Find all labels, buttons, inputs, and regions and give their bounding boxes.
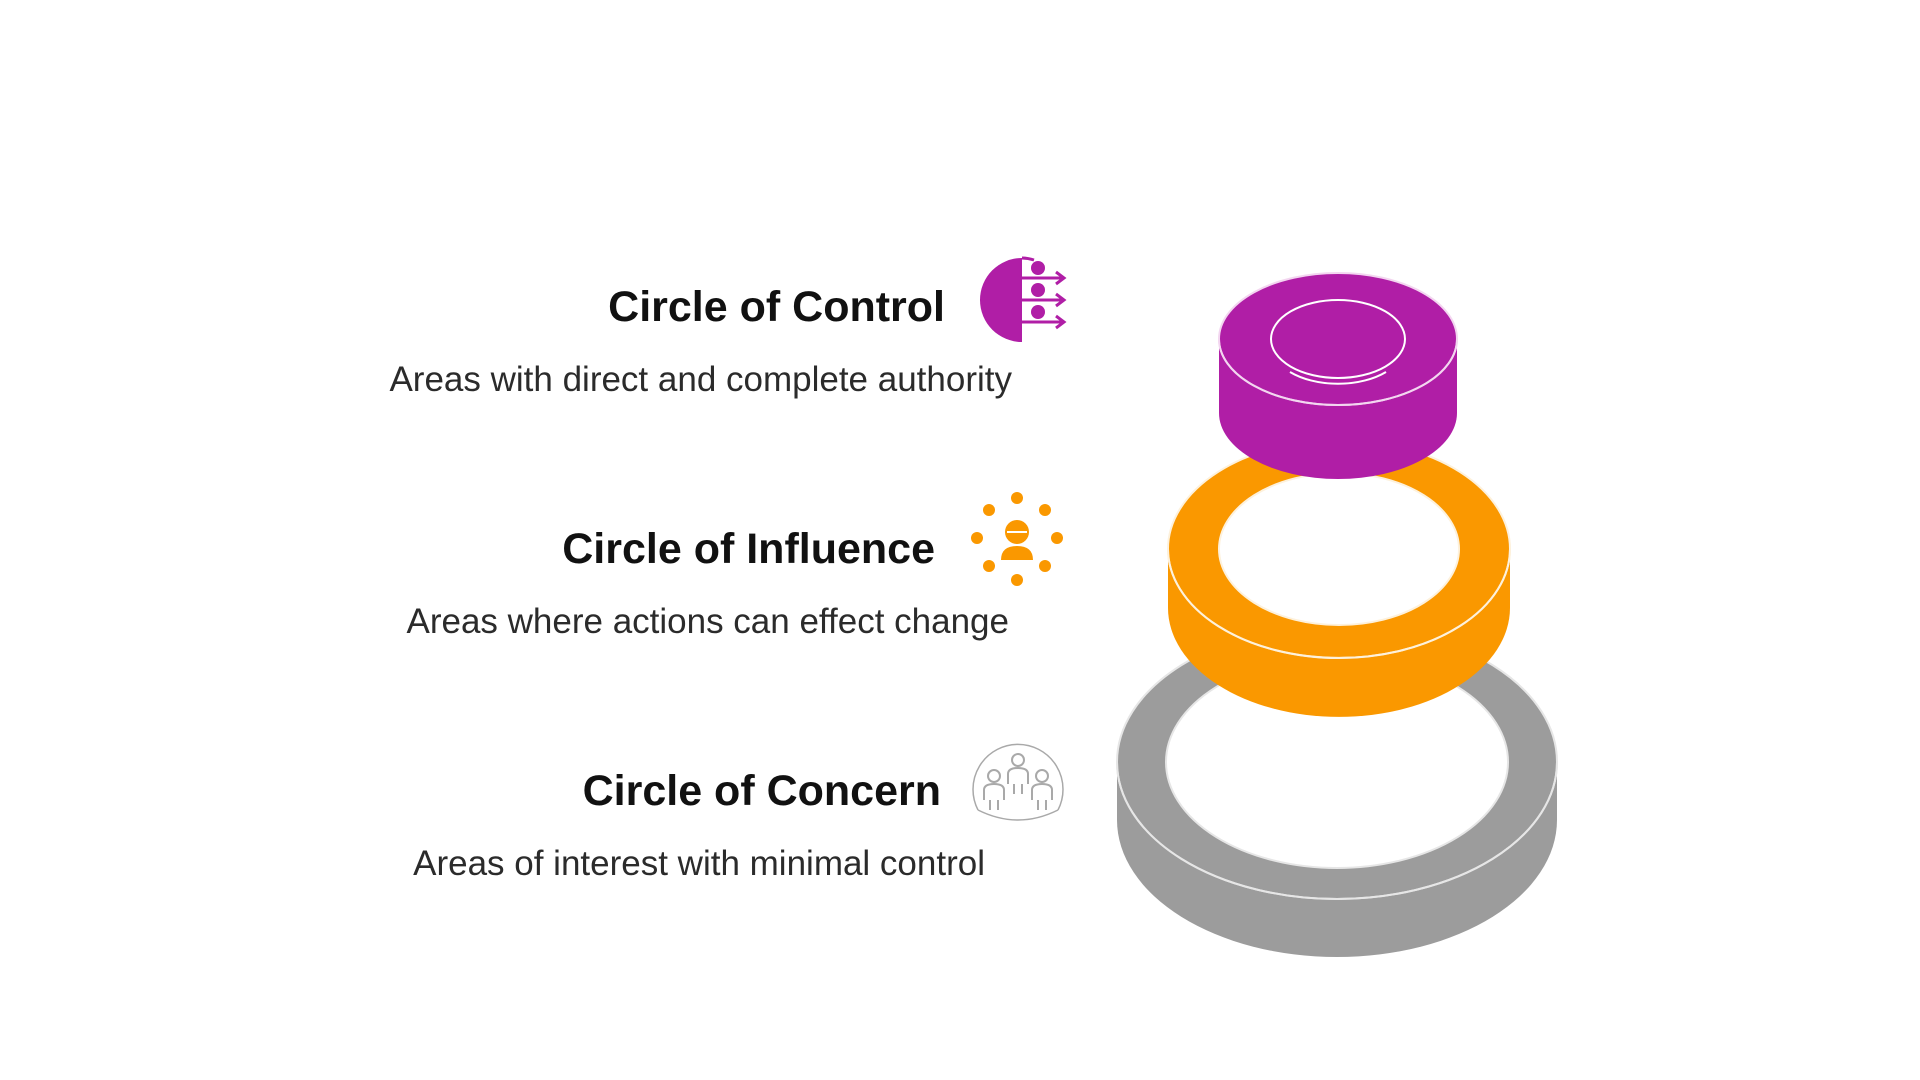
influence-label-group: Circle of Influence: [562, 528, 935, 571]
person-radiating-dots-icon: [971, 492, 1063, 586]
concern-label-group: Circle of Concern: [583, 770, 941, 813]
control-description-group: Areas with direct and complete authority: [389, 362, 1012, 397]
control-ring: [1218, 272, 1458, 479]
influence-title: Circle of Influence: [562, 525, 935, 573]
concern-description-group: Areas of interest with minimal control: [413, 846, 985, 881]
concern-ring: [1116, 624, 1558, 957]
control-description: Areas with direct and complete authority: [389, 360, 1012, 399]
concern-title: Circle of Concern: [582, 767, 941, 815]
influence-description: Areas where actions can effect change: [406, 602, 1009, 641]
direction-arrows-icon: [980, 256, 1067, 342]
influence-description-group: Areas where actions can effect change: [406, 604, 1009, 639]
control-label-group: Circle of Control: [608, 286, 945, 329]
influence-ring: [1167, 439, 1511, 717]
concern-description: Areas of interest with minimal control: [413, 844, 985, 883]
control-title: Circle of Control: [608, 283, 945, 331]
people-group-icon: [972, 743, 1064, 821]
